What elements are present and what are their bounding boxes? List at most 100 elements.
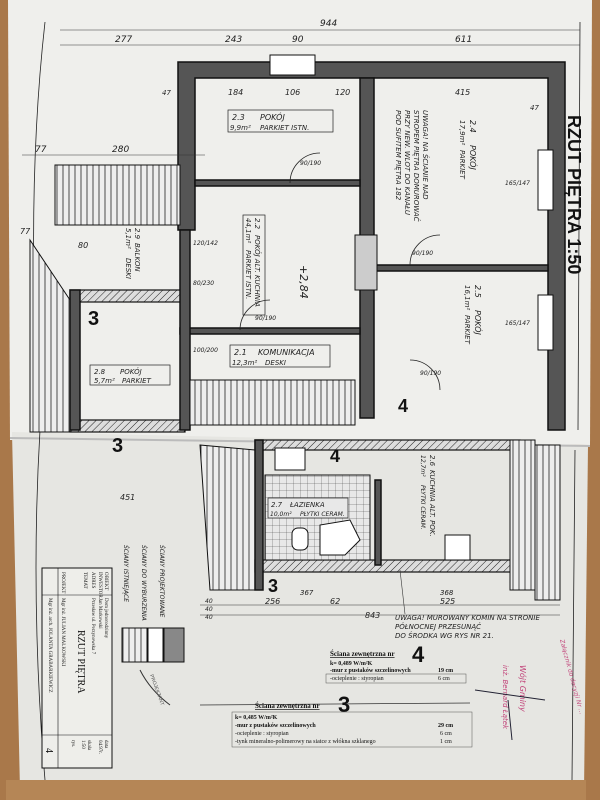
- svg-text:2.9: 2.9: [133, 228, 141, 240]
- svg-text:367: 367: [300, 589, 314, 597]
- svg-text:KOMUNIKACJA: KOMUNIKACJA: [258, 348, 315, 357]
- svg-text:POKÓJ ALT. KUCHNIA: POKÓJ ALT. KUCHNIA: [253, 235, 262, 307]
- svg-text:DESKI: DESKI: [124, 258, 132, 279]
- svg-text:843: 843: [365, 611, 380, 620]
- svg-text:Mgr inż. JULIAN MAŁKOWSKI: Mgr inż. JULIAN MAŁKOWSKI: [60, 598, 65, 667]
- svg-text:415: 415: [455, 88, 470, 97]
- toilet: [291, 527, 309, 551]
- window-dim: 120/142: [193, 240, 218, 247]
- room-label-2-9: 2.9 BALKON 5,1m² DESKI: [124, 228, 141, 279]
- svg-text:data: data: [103, 740, 108, 749]
- room-label-2-8: 2.8 POKÓJ 5,7m² PARKIET: [89, 364, 171, 386]
- svg-text:-mur z pustaków szczelinowych: -mur z pustaków szczelinowych: [330, 668, 411, 674]
- svg-text:Ściana zewnętrzna nr: Ściana zewnętrzna nr: [255, 702, 320, 710]
- svg-text:29 cm: 29 cm: [438, 723, 453, 729]
- svg-text:PARKIET ISTN.: PARKIET ISTN.: [244, 250, 252, 299]
- door-dim: 90/190: [412, 250, 433, 257]
- drawing-title: RZUT PIĘTRA 1:50: [564, 115, 584, 274]
- svg-text:17,9m²: 17,9m²: [458, 120, 466, 145]
- svg-text:44,1m²: 44,1m²: [244, 218, 252, 243]
- svg-text:Jan Markowski: Jan Markowski: [97, 598, 102, 629]
- svg-text:Dom jednorodzinny: Dom jednorodzinny: [103, 598, 108, 639]
- chimney-note-line: DO ŚRODKA WG RYS NR 21.: [395, 632, 494, 640]
- svg-text:PARKIET ISTN.: PARKIET ISTN.: [260, 124, 309, 132]
- svg-text:Mgr inż. arch. JOLANTA GRABARK: Mgr inż. arch. JOLANTA GRABARKIEWICZ: [47, 598, 52, 693]
- svg-text:BALKON: BALKON: [133, 243, 141, 272]
- roof-edge: [29, 238, 71, 433]
- svg-text:6 cm: 6 cm: [438, 676, 450, 682]
- svg-text:PŁYTKI CERAM.: PŁYTKI CERAM.: [419, 485, 426, 530]
- legend-item: ŚCIANY DO WYBURZENIA: [140, 545, 147, 621]
- wood-table: [6, 780, 586, 800]
- svg-text:Przesław ul. Perzynowska 7: Przesław ul. Perzynowska 7: [90, 598, 95, 655]
- section-mark: 3: [268, 576, 278, 596]
- svg-text:rys.: rys.: [70, 740, 75, 747]
- door-dim: 100/200: [193, 347, 218, 354]
- svg-text:04.97r.: 04.97r.: [97, 740, 102, 754]
- svg-text:ŁAZIENKA: ŁAZIENKA: [289, 501, 325, 509]
- lower-sheet: [12, 432, 588, 792]
- legend-existing: [121, 627, 148, 663]
- svg-text:POKÓJ: POKÓJ: [473, 310, 484, 335]
- svg-text:skala: skala: [86, 740, 91, 751]
- svg-text:120: 120: [335, 88, 350, 97]
- svg-text:525: 525: [440, 597, 455, 606]
- svg-text:5,7m²: 5,7m²: [94, 377, 115, 385]
- stove: [444, 534, 471, 561]
- svg-text:3: 3: [338, 692, 350, 717]
- svg-text:PARKIET: PARKIET: [122, 377, 152, 385]
- door-dim: 90/190: [420, 370, 441, 377]
- wall-legend: ŚCIANY ISTNIEJĄCE ŚCIANY DO WYBURZENIA Ś…: [121, 545, 185, 663]
- svg-text:280: 280: [112, 145, 129, 155]
- title-block: OBIEKT Dom jednorodzinny INWESTOR Jan Ma…: [41, 567, 113, 769]
- window-right-2: [537, 294, 554, 351]
- svg-text:-tynk mineralno-polimerowy na: -tynk mineralno-polimerowy na siatce z w…: [235, 739, 376, 745]
- walls-upper: [29, 54, 566, 433]
- svg-text:PROJEKT: PROJEKT: [60, 572, 65, 593]
- level-mark: +2,84: [297, 265, 310, 299]
- svg-text:40: 40: [205, 598, 213, 605]
- svg-text:PARKIET: PARKIET: [463, 315, 471, 345]
- svg-text:PARKIET: PARKIET: [458, 150, 466, 180]
- window-dim: 165/147: [505, 180, 530, 187]
- svg-text:6 cm: 6 cm: [440, 731, 452, 737]
- signature: [474, 689, 546, 741]
- svg-text:k= 0,485 W/m²K: k= 0,485 W/m²K: [235, 715, 278, 721]
- door-dim: 90/190: [255, 315, 276, 322]
- window-dim: 165/147: [505, 320, 530, 327]
- svg-text:TEMAT: TEMAT: [82, 572, 87, 589]
- walls-lower: [199, 439, 561, 601]
- corner-bath: [319, 519, 361, 556]
- svg-text:ADRES: ADRES: [90, 572, 95, 589]
- svg-text:77: 77: [20, 227, 31, 236]
- wall-spec-3: Ściana zewnętrzna nr 3 k= 0,485 W/m²K -m…: [199, 692, 473, 748]
- svg-text:2.3: 2.3: [232, 113, 245, 122]
- svg-text:Wójt Gminy: Wójt Gminy: [518, 665, 528, 712]
- svg-text:12,3m²: 12,3m²: [232, 359, 257, 367]
- svg-text:40: 40: [205, 606, 213, 613]
- svg-text:10,0m²: 10,0m²: [270, 511, 292, 518]
- svg-text:5,1m²: 5,1m²: [124, 228, 132, 249]
- door-dimensions: 90/190 90/190 90/190 90/190 80/230 100/2…: [193, 160, 530, 377]
- room-label-2-5: 2.5 POKÓJ 16,1m² PARKIET: [463, 285, 484, 345]
- svg-text:POKÓJ: POKÓJ: [120, 367, 142, 376]
- bathtub: [274, 447, 306, 471]
- window-top: [269, 54, 316, 76]
- svg-text:inż. Bernard Łątek: inż. Bernard Łątek: [501, 665, 509, 730]
- svg-text:12,7m²: 12,7m²: [419, 455, 426, 477]
- chimney-note-leader: [399, 569, 406, 615]
- svg-text:2.5: 2.5: [473, 285, 482, 298]
- svg-text:RZUT PIĘTRA: RZUT PIĘTRA: [75, 630, 86, 694]
- svg-text:451: 451: [120, 493, 135, 502]
- svg-text:47: 47: [530, 104, 539, 112]
- svg-text:368: 368: [440, 589, 454, 597]
- section-mark: 4: [398, 396, 408, 416]
- section-mark: 4: [330, 446, 340, 466]
- svg-text:-ocieplenie : styropian: -ocieplenie : styropian: [330, 676, 384, 682]
- chimney-note: UWAGA! MUROWANY KOMIN NA STRONIE PÓŁNOCN…: [395, 614, 555, 641]
- chimney-note-line: UWAGA! MUROWANY KOMIN NA STRONIE PÓŁNOCN…: [395, 614, 540, 631]
- svg-text:-mur z pustaków szczelinowych: -mur z pustaków szczelinowych: [235, 723, 316, 729]
- bottom-dimensions: 256 62 525 843 367 368 451 40 40 40: [120, 493, 560, 621]
- svg-text:106: 106: [285, 88, 300, 97]
